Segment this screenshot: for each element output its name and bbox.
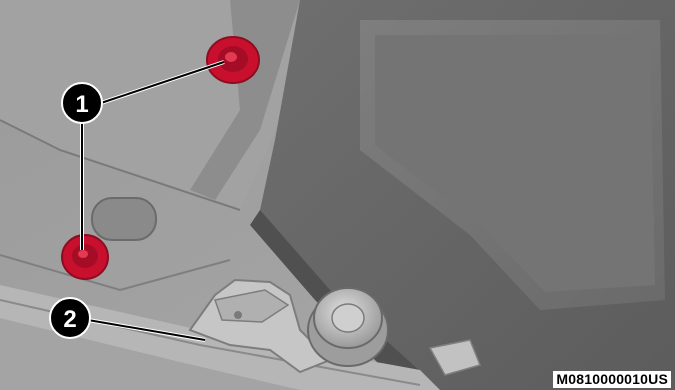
fastener-lower [62, 235, 108, 279]
fastener-upper [207, 37, 259, 83]
knob-center [332, 304, 364, 332]
callout-2: 2 [50, 298, 90, 338]
callout-1-number: 1 [75, 91, 88, 118]
image-code-label: M0810000010US [553, 371, 671, 388]
callout-2-number: 2 [63, 306, 76, 333]
slot-opening [92, 198, 156, 240]
callout-1: 1 [62, 83, 102, 123]
latch-pivot [234, 311, 242, 319]
